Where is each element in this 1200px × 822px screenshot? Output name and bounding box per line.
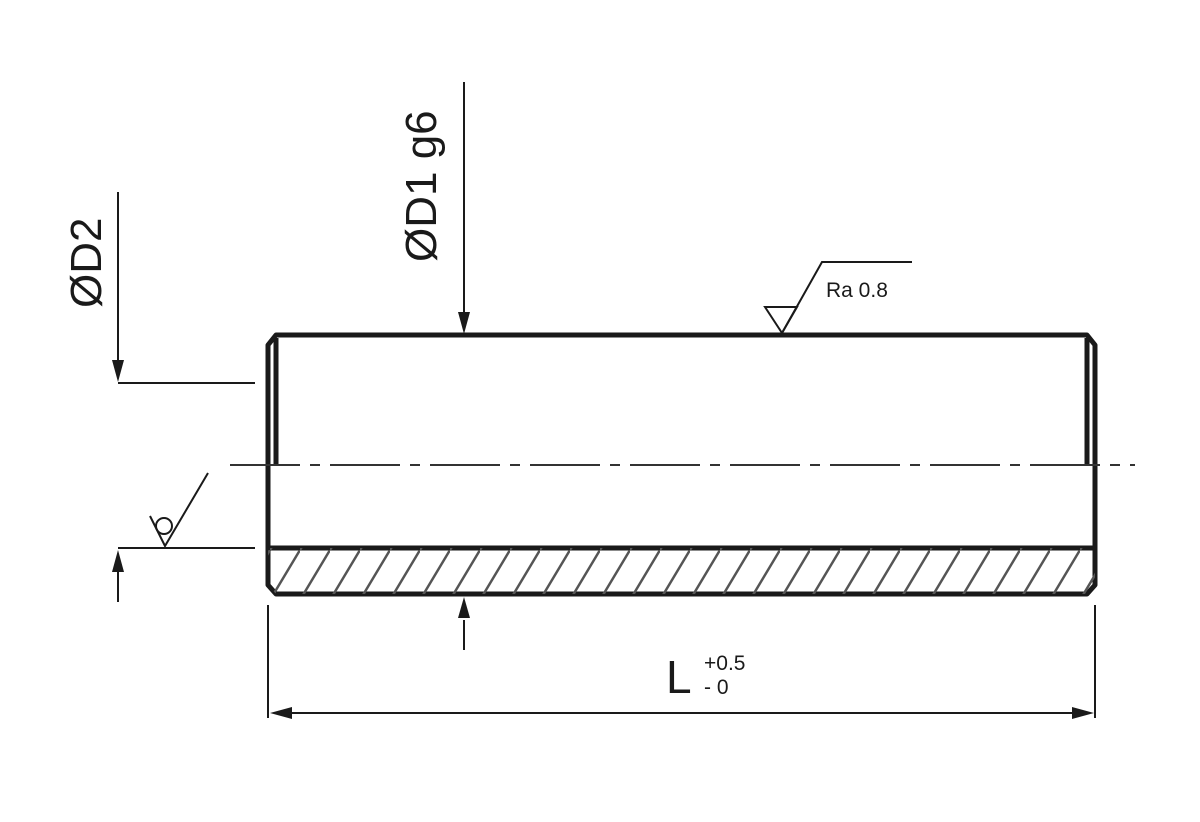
surface-roughness-symbol: Ra 0.8 <box>763 261 912 335</box>
d1-dimension: ØD1 g6 <box>397 82 470 650</box>
d2-dimension: ØD2 <box>62 192 255 602</box>
length-label: L <box>666 651 692 703</box>
d2-label: ØD2 <box>62 218 111 308</box>
section-hatching <box>268 548 1095 594</box>
length-tol-upper: +0.5 <box>704 652 745 675</box>
length-dimension: L +0.5 - 0 <box>267 605 1096 719</box>
roughness-label: Ra 0.8 <box>826 279 888 302</box>
bore-surface-finish-icon <box>149 472 209 549</box>
d2-arrow-top <box>112 360 124 382</box>
d1-arrow-bottom <box>458 597 470 618</box>
length-arrow-left <box>270 707 292 719</box>
d1-label: ØD1 g6 <box>397 110 446 262</box>
roughness-triangle-icon <box>763 306 799 335</box>
length-arrow-right <box>1072 707 1094 719</box>
length-tol-lower: - 0 <box>704 676 729 699</box>
d2-arrow-bottom <box>112 550 124 572</box>
d1-arrow-top <box>458 312 470 334</box>
